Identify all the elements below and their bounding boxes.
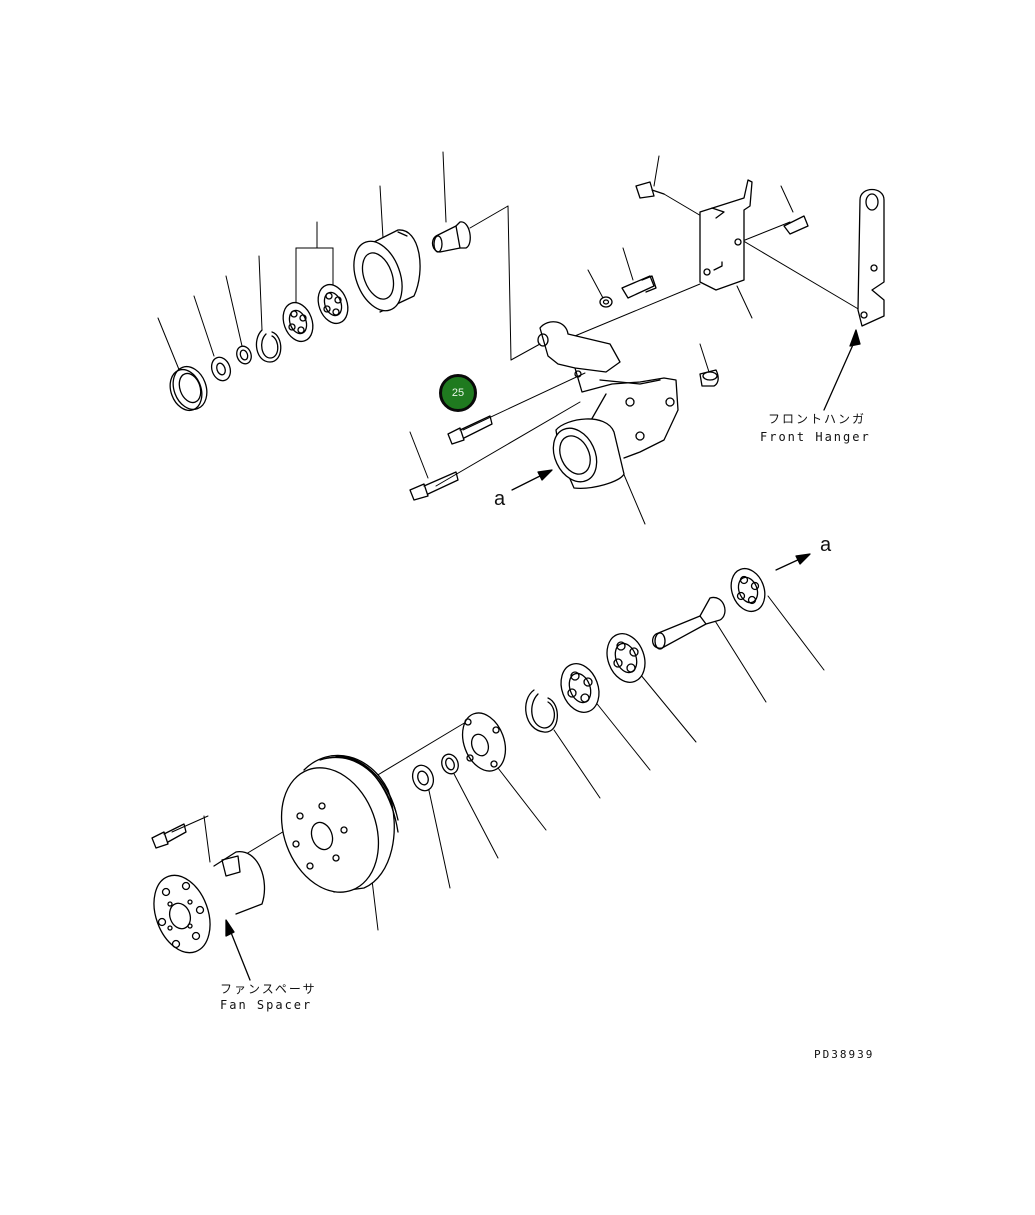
bearing-upper-1 bbox=[282, 301, 314, 343]
snap-ring-lower bbox=[525, 689, 558, 733]
idler-bracket bbox=[537, 321, 679, 459]
front-hanger-label-en: Front Hanger bbox=[760, 430, 871, 444]
callout-25[interactable]: 25 bbox=[439, 374, 477, 412]
washer-upper bbox=[236, 345, 252, 365]
pump-shaft bbox=[651, 596, 726, 650]
v-belt-pulley bbox=[280, 754, 399, 893]
view-a-label-left: a bbox=[494, 488, 506, 510]
dowel-pin bbox=[699, 369, 719, 387]
leader-lines-upper bbox=[157, 151, 794, 525]
bearing-lower-1 bbox=[730, 567, 766, 613]
callout-number: 25 bbox=[451, 387, 465, 399]
nut-lower bbox=[411, 764, 435, 792]
pump-housing bbox=[552, 418, 625, 489]
view-a-arrow-left bbox=[511, 469, 553, 491]
bolt-lower bbox=[151, 823, 187, 849]
nut-upper bbox=[210, 356, 232, 382]
fan-spacer-label-jp: ファンスペーサ bbox=[220, 982, 317, 996]
front-hanger bbox=[857, 188, 885, 327]
washer-lower bbox=[441, 753, 459, 775]
bolt-long bbox=[409, 471, 459, 501]
assembly-axis-lines bbox=[435, 193, 861, 487]
fan-spacer-arrow bbox=[225, 919, 251, 981]
idler-shaft bbox=[431, 221, 471, 253]
washer-small bbox=[599, 296, 613, 308]
fan-spacer-label-en: Fan Spacer bbox=[220, 998, 313, 1012]
bolt-top bbox=[635, 181, 665, 199]
oil-seal bbox=[169, 365, 208, 412]
bearing-lower-3 bbox=[560, 663, 600, 713]
bearing-lower-2 bbox=[606, 633, 646, 683]
pulley-hub bbox=[461, 712, 507, 772]
idler-pulley bbox=[353, 229, 421, 313]
front-hanger-label-jp: フロントハンガ bbox=[768, 412, 867, 426]
view-a-label-right: a bbox=[820, 534, 832, 556]
front-hanger-arrow bbox=[823, 329, 861, 411]
bolt-upper-right bbox=[621, 275, 657, 299]
bolt-25 bbox=[447, 415, 493, 445]
mount-plate bbox=[699, 179, 753, 291]
snap-ring-upper bbox=[255, 329, 282, 363]
bolt-right bbox=[783, 215, 809, 235]
bearing-upper-2 bbox=[317, 283, 349, 325]
drawing-number: PD38939 bbox=[814, 1048, 875, 1061]
fan-spacer bbox=[153, 851, 266, 954]
view-a-arrow-right bbox=[775, 553, 811, 571]
